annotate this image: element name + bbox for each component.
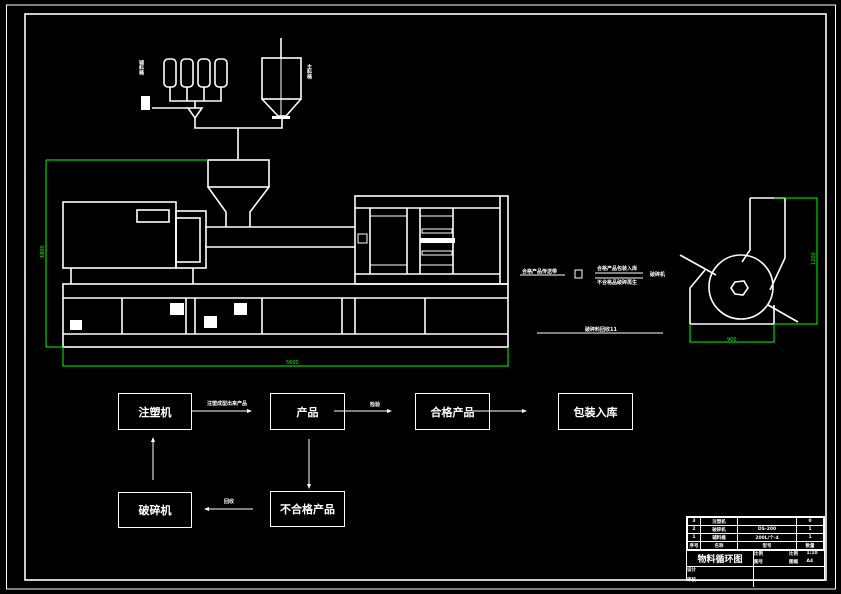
height-dimension: [45, 159, 208, 348]
qualified-path-label: 合格产品包装入库: [597, 266, 638, 272]
drawing-title: 物料循环图: [687, 551, 754, 566]
height-value: 1800: [40, 245, 46, 258]
reviewer-label: 审核: [687, 578, 696, 583]
arrow-label-inspect: 检验: [370, 402, 381, 408]
title-block-row: 序号名称型号数量: [687, 541, 824, 550]
injection-machine: [62, 159, 509, 348]
blower-icon: [141, 96, 150, 110]
crusher: [679, 197, 799, 325]
crusher-label: 破碎机: [650, 272, 666, 278]
arrow-label-molding: 注塑成型出来产品: [207, 401, 248, 407]
conveyor-label: 合格产品传送带: [522, 269, 558, 275]
flow-arrows: [151, 409, 527, 511]
flow-box-unqualified: 不合格产品: [270, 491, 345, 527]
crusher-width-value: 900: [727, 337, 737, 343]
flow-box-qualified: 合格产品: [415, 393, 490, 430]
flow-box-product: 产品: [270, 393, 345, 430]
designer-label: 设计: [687, 568, 696, 573]
aux-bins: [141, 58, 283, 129]
return-label: 破碎料回收11: [585, 327, 617, 333]
outer-frame: [6, 4, 836, 590]
flow-box-injection: 注塑机: [118, 393, 192, 430]
length-dimension: [62, 347, 509, 367]
flow-box-packaging: 包装入库: [558, 393, 633, 430]
crusher-height-value: 1200: [811, 252, 817, 265]
crusher-width-dimension: [689, 324, 775, 343]
inner-frame: [24, 13, 827, 581]
crusher-height-dimension: [774, 197, 818, 325]
main-bin: [261, 38, 302, 119]
main-bin-label: 主料桶: [306, 64, 312, 79]
flow-box-crusher: 破碎机: [118, 492, 192, 528]
aux-bins-label: 辅料桶: [138, 60, 144, 75]
unqualified-path-label: 不合格品破碎再生: [597, 280, 638, 286]
length-value: 5600: [286, 360, 299, 366]
arrow-label-recycle: 回收: [224, 499, 235, 505]
